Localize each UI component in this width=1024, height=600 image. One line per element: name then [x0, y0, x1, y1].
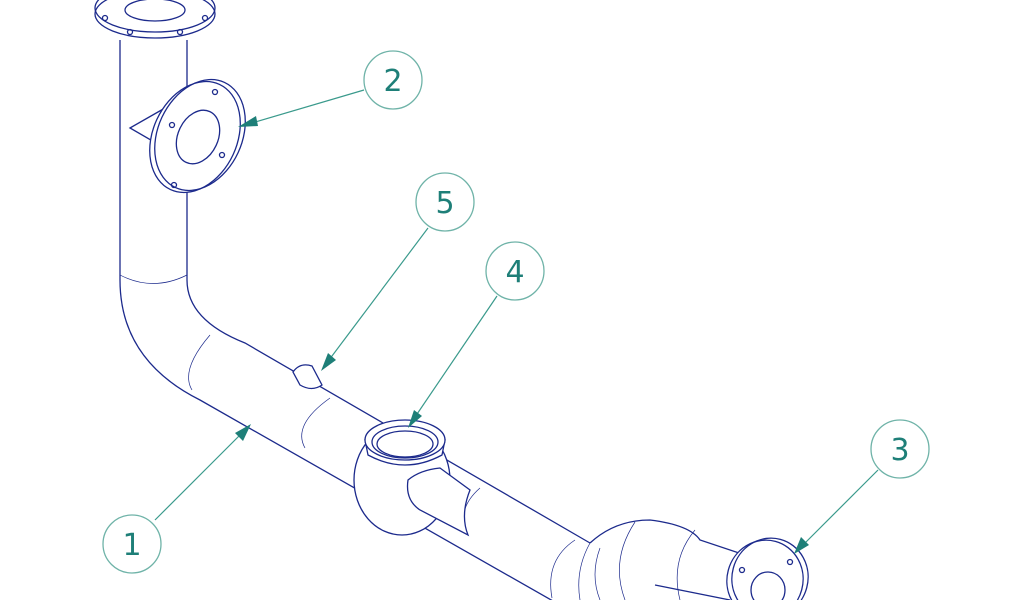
main-pipe: [119, 279, 601, 600]
leaders: [154, 89, 879, 554]
tee-fitting-4: [353, 419, 471, 537]
elbow-flange-3: [589, 519, 809, 600]
top-flange: [94, 0, 216, 39]
balloon-label: 2: [383, 64, 402, 99]
balloon-3: 3: [870, 419, 930, 479]
balloon-4: 4: [485, 241, 545, 301]
balloon-label: 3: [890, 433, 909, 468]
balloon-5: 5: [415, 172, 475, 232]
balloon-label: 5: [435, 186, 454, 221]
balloon-2: 2: [363, 50, 423, 110]
branch-flange-2: [128, 78, 246, 194]
balloon-label: 4: [505, 255, 524, 290]
balloon-1: 1: [102, 514, 162, 574]
balloon-label: 1: [122, 528, 141, 563]
